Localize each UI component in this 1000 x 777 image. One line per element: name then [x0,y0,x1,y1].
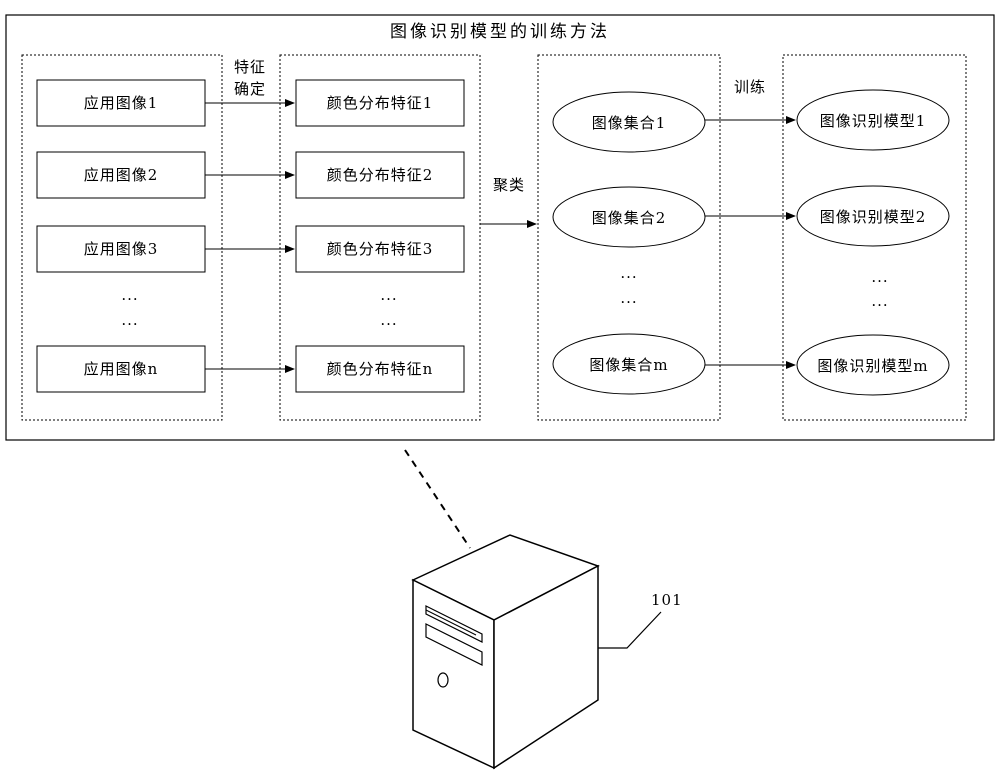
app-image-label-3: 应用图像3 [84,240,159,258]
app-image-node-3: 应用图像3 [36,225,206,273]
app-image-label-n: 应用图像n [84,360,159,378]
computer-ref-label: 101 [651,591,683,609]
color-feature-ellipsis-1: ... [380,286,397,304]
ref-leader-line [598,611,662,649]
model-node-1: 图像识别模型1 [796,89,950,151]
outer-frame [5,14,995,441]
image-set-ellipsis-1: ... [620,264,637,282]
container-color-features [279,54,481,421]
model-label-2: 图像识别模型2 [820,208,927,226]
diagram-title: 图像识别模型的训练方法 [390,22,610,42]
edge-label-cluster: 聚类 [493,176,525,194]
color-feature-label-n: 颜色分布特征n [327,360,434,378]
container-models [782,54,967,421]
app-image-node-1: 应用图像1 [36,79,206,127]
color-feature-node-2: 颜色分布特征2 [295,151,465,199]
color-feature-label-3: 颜色分布特征3 [327,240,434,258]
computer-tower-icon [411,534,600,770]
color-feature-ellipsis-2: ... [380,311,397,329]
image-set-label-2: 图像集合2 [592,209,667,227]
model-label-1: 图像识别模型1 [820,112,927,130]
color-feature-node-n: 颜色分布特征n [295,345,465,393]
edge-label-train: 训练 [734,78,766,96]
image-set-node-m: 图像集合m [552,333,706,395]
app-image-label-1: 应用图像1 [84,94,159,112]
image-set-label-m: 图像集合m [589,356,668,374]
model-label-m: 图像识别模型m [817,357,928,375]
app-image-node-2: 应用图像2 [36,151,206,199]
app-image-ellipsis-2: ... [121,311,138,329]
color-feature-label-1: 颜色分布特征1 [327,94,434,112]
image-set-ellipsis-2: ... [620,289,637,307]
color-feature-label-2: 颜色分布特征2 [327,166,434,184]
model-node-m: 图像识别模型m [796,334,950,396]
image-set-node-2: 图像集合2 [552,186,706,248]
container-image-sets [537,54,721,421]
image-set-label-1: 图像集合1 [592,114,667,132]
app-image-label-2: 应用图像2 [84,166,159,184]
model-ellipsis-2: ... [871,292,888,310]
color-feature-node-1: 颜色分布特征1 [295,79,465,127]
app-image-node-n: 应用图像n [36,345,206,393]
color-feature-node-3: 颜色分布特征3 [295,225,465,273]
dashed-connector [404,449,471,549]
model-node-2: 图像识别模型2 [796,185,950,247]
container-app-images [21,54,223,421]
model-ellipsis-1: ... [871,268,888,286]
edge-label-feature-line1: 特征 [234,58,266,76]
app-image-ellipsis-1: ... [121,286,138,304]
edge-label-feature-line2: 确定 [234,80,266,98]
image-set-node-1: 图像集合1 [552,91,706,153]
